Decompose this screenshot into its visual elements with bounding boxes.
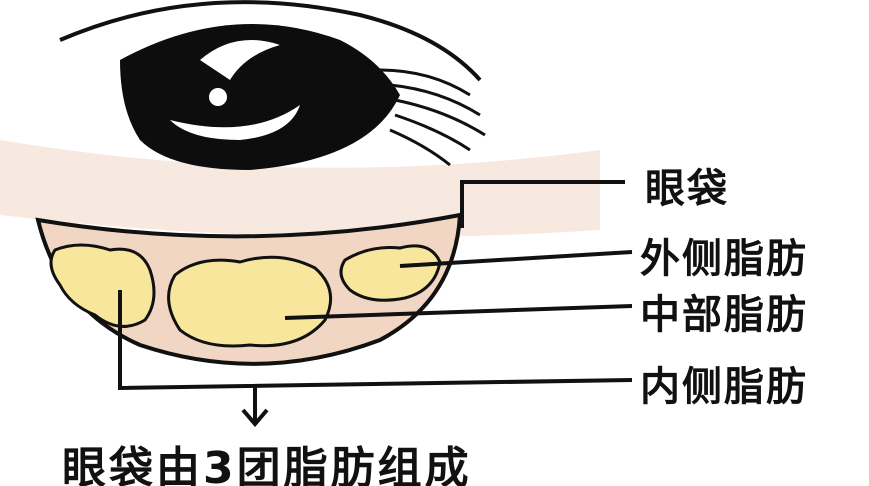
skin-band	[0, 140, 600, 238]
eye-bag-leader	[460, 180, 625, 228]
leader-lines	[118, 180, 633, 428]
label-outer-fat: 外侧脂肪	[640, 236, 808, 282]
label-eye-bag: 眼袋	[645, 166, 729, 212]
eyelashes-icon	[379, 68, 486, 167]
middle-fat-pad	[167, 255, 333, 348]
inner-fat-pad	[49, 243, 156, 328]
label-middle-fat: 中部脂肪	[640, 292, 808, 338]
label-inner-fat: 内侧脂肪	[640, 364, 808, 410]
caption: 眼袋由3团脂肪组成	[62, 443, 472, 486]
outer-fat-pad	[339, 244, 442, 302]
outer-fat-leader	[399, 250, 633, 268]
eye-highlight-top	[200, 40, 280, 80]
eye-shape	[120, 24, 400, 170]
eye-glint	[209, 88, 227, 106]
inner-fat-leader	[118, 290, 633, 391]
eyelid-crease	[59, 0, 482, 82]
middle-fat-leader	[284, 304, 633, 320]
arrow-down-icon	[241, 386, 269, 428]
eye-highlight	[170, 105, 300, 140]
